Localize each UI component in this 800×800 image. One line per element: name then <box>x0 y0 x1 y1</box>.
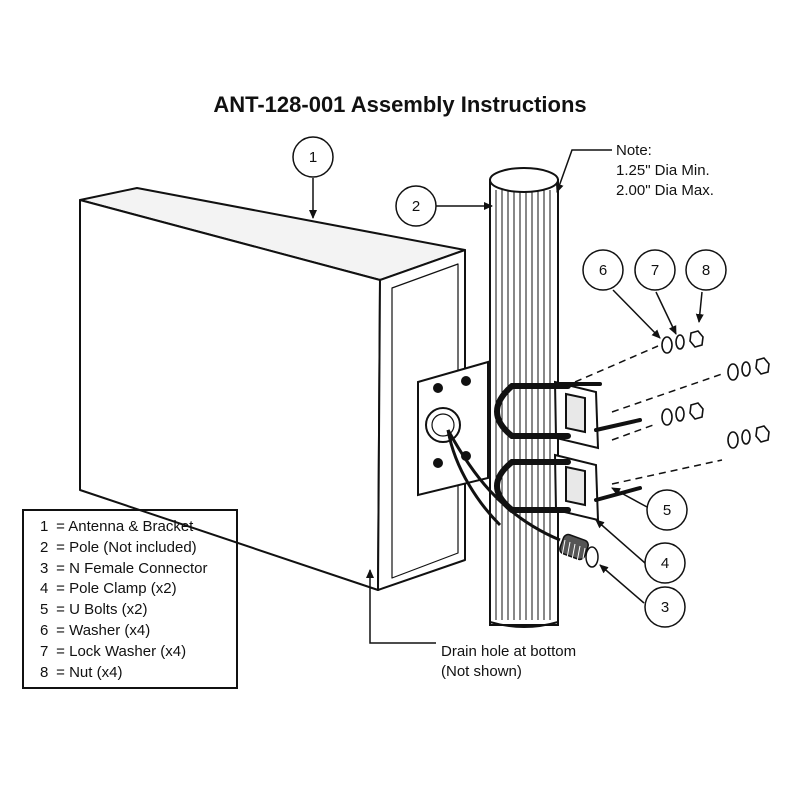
note-heading: Note: <box>616 142 652 159</box>
nut <box>689 330 704 348</box>
callout-2-label: 2 <box>412 198 420 215</box>
legend-item-text: = Lock Washer (x4) <box>56 642 187 660</box>
note-max-diameter: 2.00" Dia Max. <box>616 182 714 199</box>
u-bolt-upper <box>494 382 642 439</box>
nut <box>689 402 704 420</box>
legend-item-number: 2 <box>40 538 49 556</box>
note-min-diameter: 1.25" Dia Min. <box>616 162 710 179</box>
legend-item-number: 4 <box>40 580 49 598</box>
leader-lines <box>309 149 704 644</box>
pole-clamp-upper <box>553 380 600 450</box>
callout-7-label: 7 <box>651 262 659 279</box>
lock-washer <box>741 429 751 445</box>
antenna-enclosure <box>79 187 466 591</box>
washer-nut-stack <box>661 330 704 354</box>
callout-3-label: 3 <box>661 599 669 616</box>
legend-item-text: = N Female Connector <box>56 559 208 577</box>
legend-item: 2 = Pole (Not included) <box>40 538 236 559</box>
callout-2: 2 <box>395 185 437 227</box>
legend-item: 1 = Antenna & Bracket <box>40 517 236 538</box>
n-female-connector <box>446 429 599 568</box>
legend-item-number: 5 <box>40 601 49 619</box>
lock-washer <box>675 334 685 350</box>
callout-5: 5 <box>646 489 688 531</box>
nut <box>755 425 770 443</box>
washer <box>661 336 673 354</box>
legend-item: 8 = Nut (x4) <box>40 663 236 684</box>
legend-item-number: 1 <box>40 518 49 535</box>
callout-6-label: 6 <box>599 262 607 279</box>
parts-legend: 1 = Antenna & Bracket 2 = Pole (Not incl… <box>22 509 238 689</box>
drain-line-2: (Not shown) <box>441 663 522 680</box>
legend-item-text: = Pole Clamp (x2) <box>56 580 177 598</box>
callout-3: 3 <box>644 586 686 628</box>
washer <box>727 363 739 381</box>
legend-item-text: = Pole (Not included) <box>56 538 197 556</box>
callout-4-label: 4 <box>661 555 669 572</box>
assembly-guide-lines <box>574 345 723 485</box>
legend-item-text: = U Bolts (x2) <box>56 601 148 619</box>
legend-item-text: = Washer (x4) <box>56 621 151 639</box>
page-title: ANT-128-001 Assembly Instructions <box>213 92 587 117</box>
drain-hole-note: Drain hole at bottom (Not shown) <box>441 643 576 680</box>
drain-line-1: Drain hole at bottom <box>441 643 576 660</box>
callout-7: 7 <box>634 249 676 291</box>
legend-item-number: 6 <box>40 621 49 639</box>
lock-washer <box>741 361 751 377</box>
legend-item-text: = Antenna & Bracket <box>56 518 194 535</box>
legend-item-number: 8 <box>40 663 49 681</box>
callout-8: 8 <box>685 249 727 291</box>
legend-item-number: 7 <box>40 642 49 660</box>
legend-item: 6 = Washer (x4) <box>40 621 236 642</box>
legend-item: 5 = U Bolts (x2) <box>40 600 236 621</box>
washer-nut-stack <box>727 357 770 381</box>
legend-item: 7 = Lock Washer (x4) <box>40 642 236 663</box>
legend-item: 4 = Pole Clamp (x2) <box>40 579 236 600</box>
pole-diameter-note: Note: 1.25" Dia Min. 2.00" Dia Max. <box>616 142 714 199</box>
legend-item: 3 = N Female Connector <box>40 559 236 580</box>
washer <box>727 431 739 449</box>
mounting-bracket <box>417 360 489 497</box>
legend-item-text: = Nut (x4) <box>56 663 123 681</box>
lock-washer <box>675 406 685 422</box>
callout-5-label: 5 <box>663 502 671 519</box>
nut <box>755 357 770 375</box>
washer-nut-stack <box>727 425 770 449</box>
legend-item-number: 3 <box>40 559 49 577</box>
callout-1: 1 <box>292 136 334 178</box>
washer <box>661 408 673 426</box>
callout-4: 4 <box>644 542 686 584</box>
callout-1-label: 1 <box>309 149 317 166</box>
washer-nut-stack <box>661 402 704 426</box>
callout-8-label: 8 <box>702 262 710 279</box>
callout-6: 6 <box>582 249 624 291</box>
